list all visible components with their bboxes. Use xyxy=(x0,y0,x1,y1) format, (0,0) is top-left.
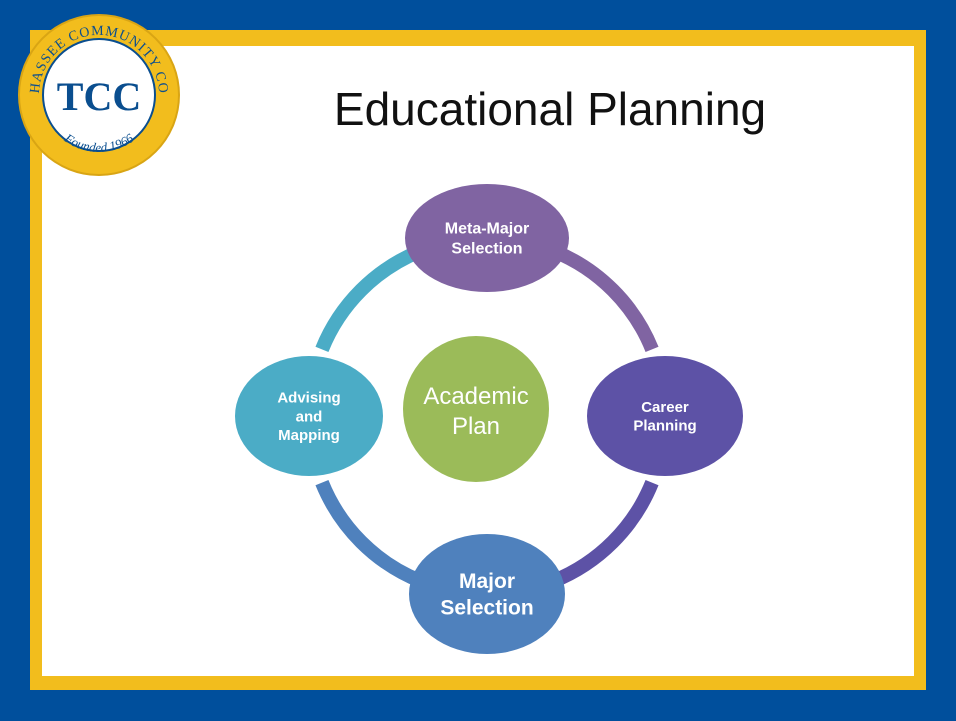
cycle-node-label: Career xyxy=(641,399,689,416)
center-node-label: Plan xyxy=(452,413,500,440)
cycle-node-label: Selection xyxy=(440,596,533,619)
logo-monogram: TCC xyxy=(57,74,141,119)
cycle-node-label: Selection xyxy=(451,241,522,258)
cycle-arc-career xyxy=(550,479,659,588)
cycle-node-label: Advising xyxy=(277,390,340,407)
cycle-node-label: Meta-Major xyxy=(445,221,529,238)
cycle-arc-advising xyxy=(315,244,424,353)
center-node-label: Academic xyxy=(423,383,528,410)
cycle-node-label: Mapping xyxy=(278,427,340,444)
cycle-arc-major xyxy=(315,479,424,588)
cycle-node-label: and xyxy=(296,408,323,425)
cycle-node-label: Planning xyxy=(633,418,696,435)
college-seal-logo: TALLAHASSEE COMMUNITY COLLEGE Founded 19… xyxy=(14,10,180,176)
cycle-arc-meta-major xyxy=(550,244,659,353)
cycle-node-label: Major xyxy=(459,570,515,593)
page-title: Educational Planning xyxy=(333,83,767,135)
